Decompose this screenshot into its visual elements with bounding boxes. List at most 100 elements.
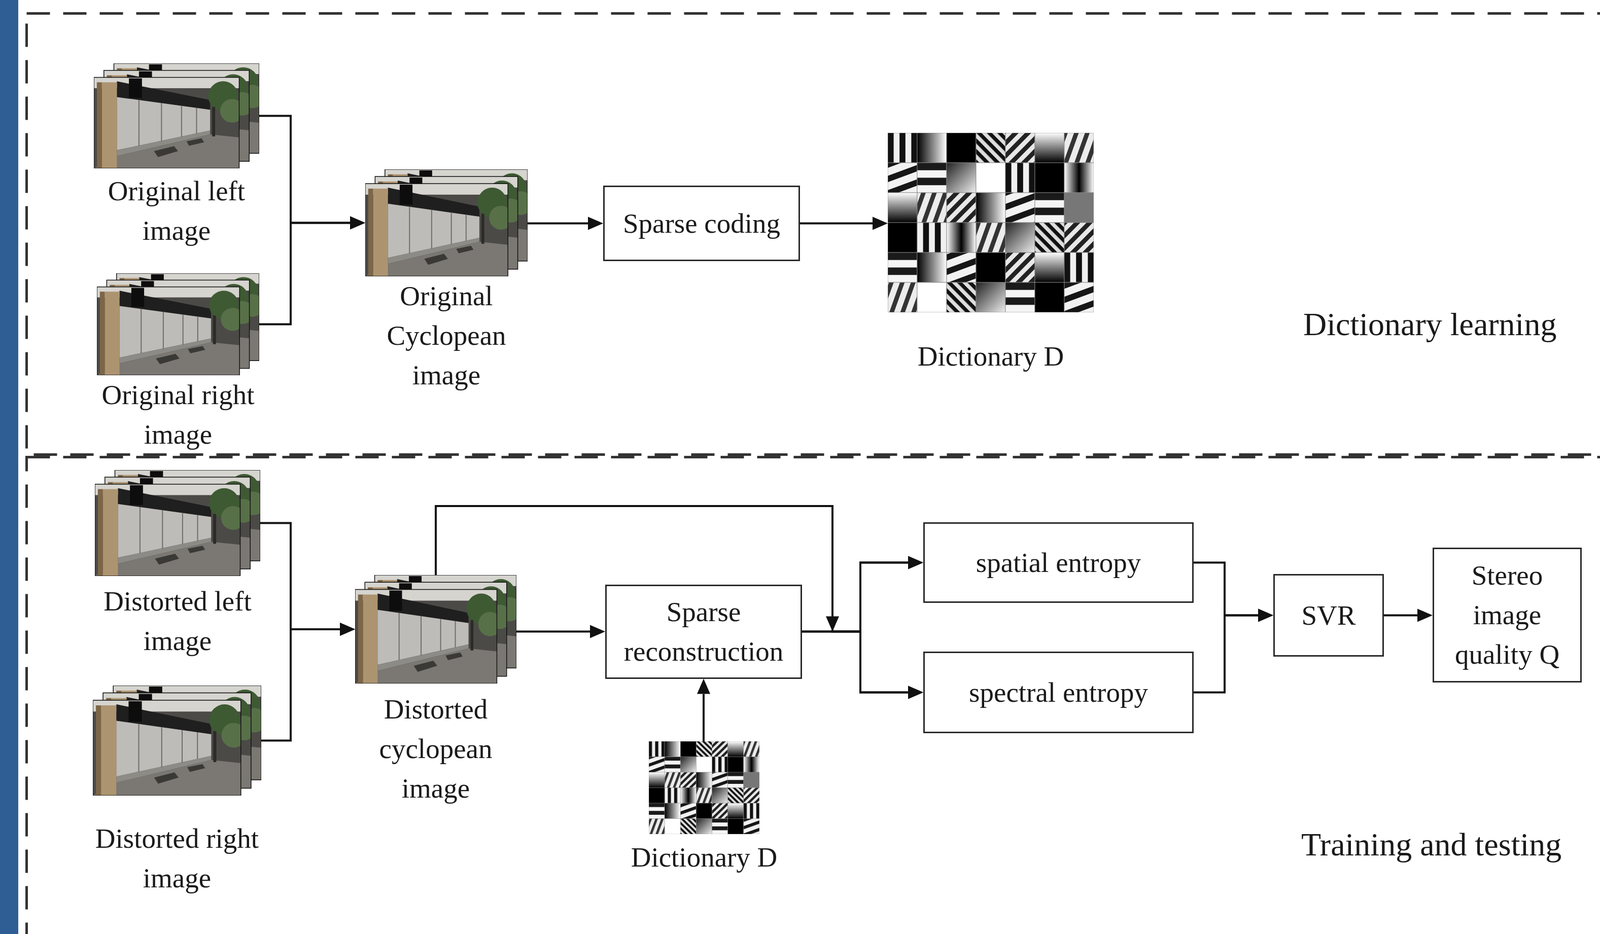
connector-line <box>702 694 705 743</box>
connector-line <box>516 631 590 634</box>
image-caption: Original right image <box>96 375 260 455</box>
image-node: Distorted cyclopean image <box>355 575 517 809</box>
connector-arrow <box>1193 563 1274 623</box>
connector-arrow <box>259 116 366 230</box>
connector-arrow <box>261 622 356 742</box>
arrowhead <box>350 216 366 230</box>
box-text: spatial entropy <box>976 543 1141 583</box>
connector-line <box>802 632 909 693</box>
connector-line <box>435 506 909 693</box>
box-text: Sparse coding <box>622 203 781 244</box>
connector-arrow <box>697 679 711 743</box>
image-node: Distorted left image <box>94 470 261 662</box>
process-box: spatial entropy <box>923 522 1194 604</box>
box-text: SVR <box>1301 596 1356 636</box>
dashed-panel: Training and testing Distorted left image… <box>25 456 1600 934</box>
panel-label: Training and testing <box>1301 826 1562 864</box>
arrowhead <box>1258 609 1274 623</box>
dashed-border <box>26 13 1600 456</box>
cyclopean-image-stack <box>355 575 522 684</box>
connector-line <box>261 629 340 742</box>
image-caption: Dictionary D <box>631 838 778 878</box>
connector-arrow <box>1193 609 1274 693</box>
dashed-panel: Dictionary learning Original left imageOr… <box>25 12 1600 457</box>
connector-line <box>259 223 351 325</box>
stereo-image-stack <box>94 470 266 577</box>
box-text: Stereo image quality Q <box>1444 555 1571 675</box>
panel-outline <box>25 12 1600 457</box>
arrowhead <box>350 216 366 230</box>
stereo-image-stack <box>96 273 265 376</box>
process-box: Sparse reconstruction <box>605 584 803 680</box>
image-area <box>365 169 528 277</box>
connector-arrow <box>802 632 924 700</box>
connector-line <box>259 116 351 224</box>
connector-arrow <box>516 625 606 639</box>
connector-line <box>802 563 909 633</box>
arrowhead <box>908 556 924 570</box>
junction-arrowhead <box>825 616 840 633</box>
image-caption: Original Cyclopean image <box>365 276 528 396</box>
dictionary-atoms <box>648 741 760 835</box>
arrowhead <box>589 625 606 639</box>
image-node: Original left image <box>93 63 260 251</box>
process-box: Sparse coding <box>603 185 800 262</box>
arrowhead <box>339 622 356 637</box>
panel-label-holder: Training and testing <box>1301 826 1562 864</box>
connector-arrow <box>802 556 924 633</box>
arrowhead <box>1258 609 1274 623</box>
image-area <box>96 273 260 376</box>
connector-line <box>1193 563 1259 616</box>
dictionary-node: Dictionary D <box>620 741 788 878</box>
side-bar <box>0 0 19 934</box>
connector-line <box>527 222 588 225</box>
image-area <box>620 741 788 839</box>
connector-arrow <box>259 216 366 325</box>
connector-arrow <box>800 217 888 231</box>
connector-line <box>800 222 873 225</box>
cyclopean-image-stack <box>365 169 533 277</box>
connector-line <box>1383 614 1418 617</box>
connector-arrow <box>260 523 356 637</box>
arrowhead <box>872 217 888 231</box>
dashed-border <box>26 457 1600 934</box>
process-box: SVR <box>1273 574 1384 657</box>
image-node: Original right image <box>96 273 260 455</box>
arrowhead <box>908 686 924 700</box>
image-caption: Original left image <box>93 171 260 251</box>
arrowhead <box>587 217 604 231</box>
process-box: spectral entropy <box>923 651 1194 734</box>
image-area <box>93 63 260 172</box>
process-box: Stereo image quality Q <box>1432 547 1582 683</box>
image-caption: Distorted right image <box>92 819 262 899</box>
image-node: Distorted right image <box>92 685 262 899</box>
image-area <box>94 470 261 582</box>
arrowhead <box>1417 609 1433 623</box>
stereo-image-stack <box>92 685 267 796</box>
image-area <box>92 685 262 820</box>
image-caption: Dictionary D <box>917 336 1065 377</box>
image-area <box>887 132 1094 337</box>
connector-line <box>260 523 340 631</box>
image-area <box>355 575 517 690</box>
panel-label-holder: Dictionary learning <box>1303 305 1557 344</box>
dictionary-node: Dictionary D <box>887 132 1094 377</box>
arrowhead <box>339 622 356 637</box>
image-caption: Distorted left image <box>94 581 261 662</box>
arrowhead <box>697 679 711 695</box>
box-text: Sparse reconstruction <box>616 592 791 672</box>
dictionary-atoms <box>887 132 1094 313</box>
arrowhead <box>908 556 924 570</box>
box-text: spectral entropy <box>968 673 1149 713</box>
connector-arrow <box>1383 609 1433 623</box>
connector-arrow <box>435 506 924 700</box>
panel-label: Dictionary learning <box>1303 305 1557 344</box>
image-node: Original Cyclopean image <box>365 169 528 396</box>
stereo-image-stack <box>93 63 265 169</box>
connector-line <box>1193 615 1259 693</box>
connector-arrow <box>527 217 604 231</box>
arrowhead <box>908 686 924 700</box>
image-caption: Distorted cyclopean image <box>355 689 517 809</box>
